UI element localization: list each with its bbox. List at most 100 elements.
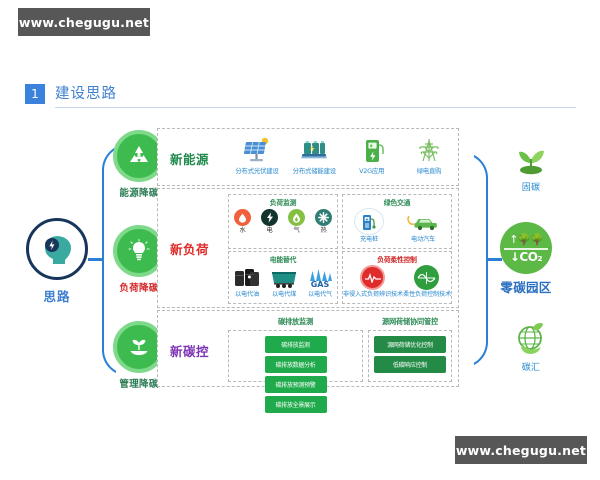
co2-down-text: ↓CO₂: [509, 249, 543, 264]
co2-up-text: ↑🌳🌳: [509, 232, 544, 246]
sprout-icon: [500, 138, 562, 178]
panel-header: 绿色交通: [383, 199, 411, 207]
co2-divider: [504, 248, 548, 250]
slide-title-row: 1 建设思路: [25, 84, 576, 110]
cell-water[interactable]: 水: [234, 209, 251, 234]
panel-header: 负荷柔性控制: [377, 256, 417, 264]
item-label: V2G应用: [359, 167, 385, 175]
cell-oil-substitution[interactable]: 以电代油: [233, 266, 261, 298]
coal-wagon-icon: [269, 266, 299, 290]
globe-leaf-icon: [500, 318, 562, 358]
chip-list: 源网荷储优化控制 低碳响应控制: [369, 331, 451, 378]
cell-label: 电: [266, 227, 273, 234]
transmission-tower-icon: [402, 134, 456, 164]
heat-snowflake-icon: [315, 209, 332, 226]
band-new-energy: 新能源: [157, 128, 459, 186]
root-node: [26, 218, 88, 280]
panel-flexible-load-control: 负荷柔性控制 非侵入式负荷辨识技术: [342, 251, 452, 304]
chip-item[interactable]: 源网荷储优化控制: [374, 336, 446, 353]
ev-charger-icon: [354, 208, 384, 235]
gas-flame-icon: [288, 209, 305, 226]
group-carbon-monitoring: 碳排放监测 碳排放监测 碳排放数据分析 碳排放预测预警 碳排放全景展示: [228, 317, 363, 413]
outcome-carbon-sink: 碳汇: [500, 318, 562, 373]
panel-cells: 充电桩 电动汽车: [343, 208, 451, 243]
panel-load-monitoring: 负荷监测 水 电: [228, 194, 338, 249]
chip-item[interactable]: 碳排放预测预警: [264, 376, 327, 393]
item-v2g[interactable]: V2G应用: [345, 134, 399, 182]
cell-label: 水: [239, 227, 246, 234]
cell-electricity[interactable]: 电: [261, 209, 278, 234]
oil-barrel-icon: [233, 266, 261, 290]
cell-label: 电动汽车: [411, 236, 435, 243]
cell-flexible-control[interactable]: 柔性负荷控制技术: [403, 265, 451, 298]
pillar-label: 负荷降碳: [119, 283, 159, 294]
chip-item[interactable]: 低碳响应控制: [374, 356, 446, 373]
recycle-icon: [113, 130, 165, 182]
cell-nilm[interactable]: 非侵入式负荷辨识技术: [343, 265, 403, 298]
outcome-zero-carbon-park: ↑🌳🌳 ↓CO₂ 零碳园区: [495, 222, 557, 296]
group-header: 碳排放监测: [278, 317, 313, 326]
lightning-bolt-icon: [261, 209, 278, 226]
item-distributed-storage[interactable]: 分布式储能建设: [287, 134, 341, 182]
water-drop-icon: [234, 209, 251, 226]
cell-label: 柔性负荷控制技术: [403, 291, 451, 298]
cell-label: 气: [293, 227, 300, 234]
outcome-label: 碳汇: [521, 363, 541, 373]
cell-label: 以电代油: [235, 291, 259, 298]
outcome-carbon-fixation: 固碳: [500, 138, 562, 193]
group-header: 源网荷储协同管控: [382, 317, 438, 326]
sine-wave-circle-icon: [414, 265, 440, 290]
cell-coal-substitution[interactable]: 以电代煤: [269, 266, 299, 298]
pillar-label: 管理降碳: [119, 379, 159, 390]
panel-cells: 以电代油 以电代煤: [229, 266, 337, 298]
chip-item[interactable]: 碳排放监测: [264, 336, 327, 353]
thinking-head-icon: [26, 218, 88, 280]
co2-reduction-icon: ↑🌳🌳 ↓CO₂: [500, 222, 552, 274]
watermark-top: www.chegugu.net: [18, 8, 150, 36]
charging-station-icon: [345, 134, 399, 164]
band-title: 新碳控: [170, 344, 210, 359]
page-title: 建设思路: [55, 86, 117, 102]
cell-gas-substitution[interactable]: GAS 以电代气: [307, 266, 333, 298]
cell-electric-vehicle[interactable]: 电动汽车: [406, 208, 440, 243]
slide-number-badge: 1: [25, 84, 45, 104]
left-connector-stem: [88, 258, 104, 261]
cell-charging-pile[interactable]: 充电桩: [354, 208, 384, 243]
cell-label: 非侵入式负荷辨识技术: [343, 291, 403, 298]
chip-list: 碳排放监测 碳排放数据分析 碳排放预测预警 碳排放全景展示: [229, 331, 362, 418]
pillar-management: 管理降碳: [113, 321, 165, 390]
framework-container: 新能源: [157, 128, 459, 413]
band-carbon-control: 新碳控 碳排放监测 碳排放监测 碳排放数据分析 碳排放预测预警 碳排放全景展示 …: [157, 310, 459, 413]
solar-panel-icon: [230, 134, 284, 164]
cell-heat[interactable]: 热: [315, 209, 332, 234]
cell-label: 充电桩: [360, 236, 378, 243]
band-title: 新负荷: [170, 242, 210, 257]
panel-electricity-substitution: 电能替代 以电代油: [228, 251, 338, 304]
outcome-label: 固碳: [521, 183, 541, 193]
outcome-label: 零碳园区: [500, 280, 552, 295]
new-energy-items: 分布式光伏建设 分布式储能建设: [230, 134, 456, 182]
watermark-bottom: www.chegugu.net: [455, 436, 587, 464]
panel-header: 电能替代: [269, 256, 297, 264]
pillar-label: 能源降碳: [119, 188, 159, 199]
panel-cells: 水 电: [229, 209, 337, 234]
chip-item[interactable]: 碳排放全景展示: [264, 396, 327, 413]
panel-header: 负荷监测: [269, 199, 297, 207]
band-title: 新能源: [170, 152, 210, 167]
cell-gas[interactable]: 气: [288, 209, 305, 234]
item-green-power-purchase[interactable]: 绿电直购: [402, 134, 456, 182]
title-divider: [55, 107, 576, 108]
cell-label: 以电代气: [308, 291, 332, 298]
cell-label: 以电代煤: [272, 291, 296, 298]
panel-cells: 非侵入式负荷辨识技术 柔性负荷控制技术: [343, 265, 451, 298]
pillar-load: 负荷降碳: [113, 225, 165, 294]
item-label: 绿电直购: [416, 167, 442, 175]
item-label: 分布式储能建设: [292, 167, 337, 175]
right-connector-stem: [486, 258, 502, 261]
item-distributed-pv[interactable]: 分布式光伏建设: [230, 134, 284, 182]
pillar-energy: 能源降碳: [113, 130, 165, 199]
root-node-label: 思路: [43, 289, 71, 304]
band-new-load: 新负荷 负荷监测 水: [157, 188, 459, 308]
chip-item[interactable]: 碳排放数据分析: [264, 356, 327, 373]
lightbulb-icon: [113, 225, 165, 277]
